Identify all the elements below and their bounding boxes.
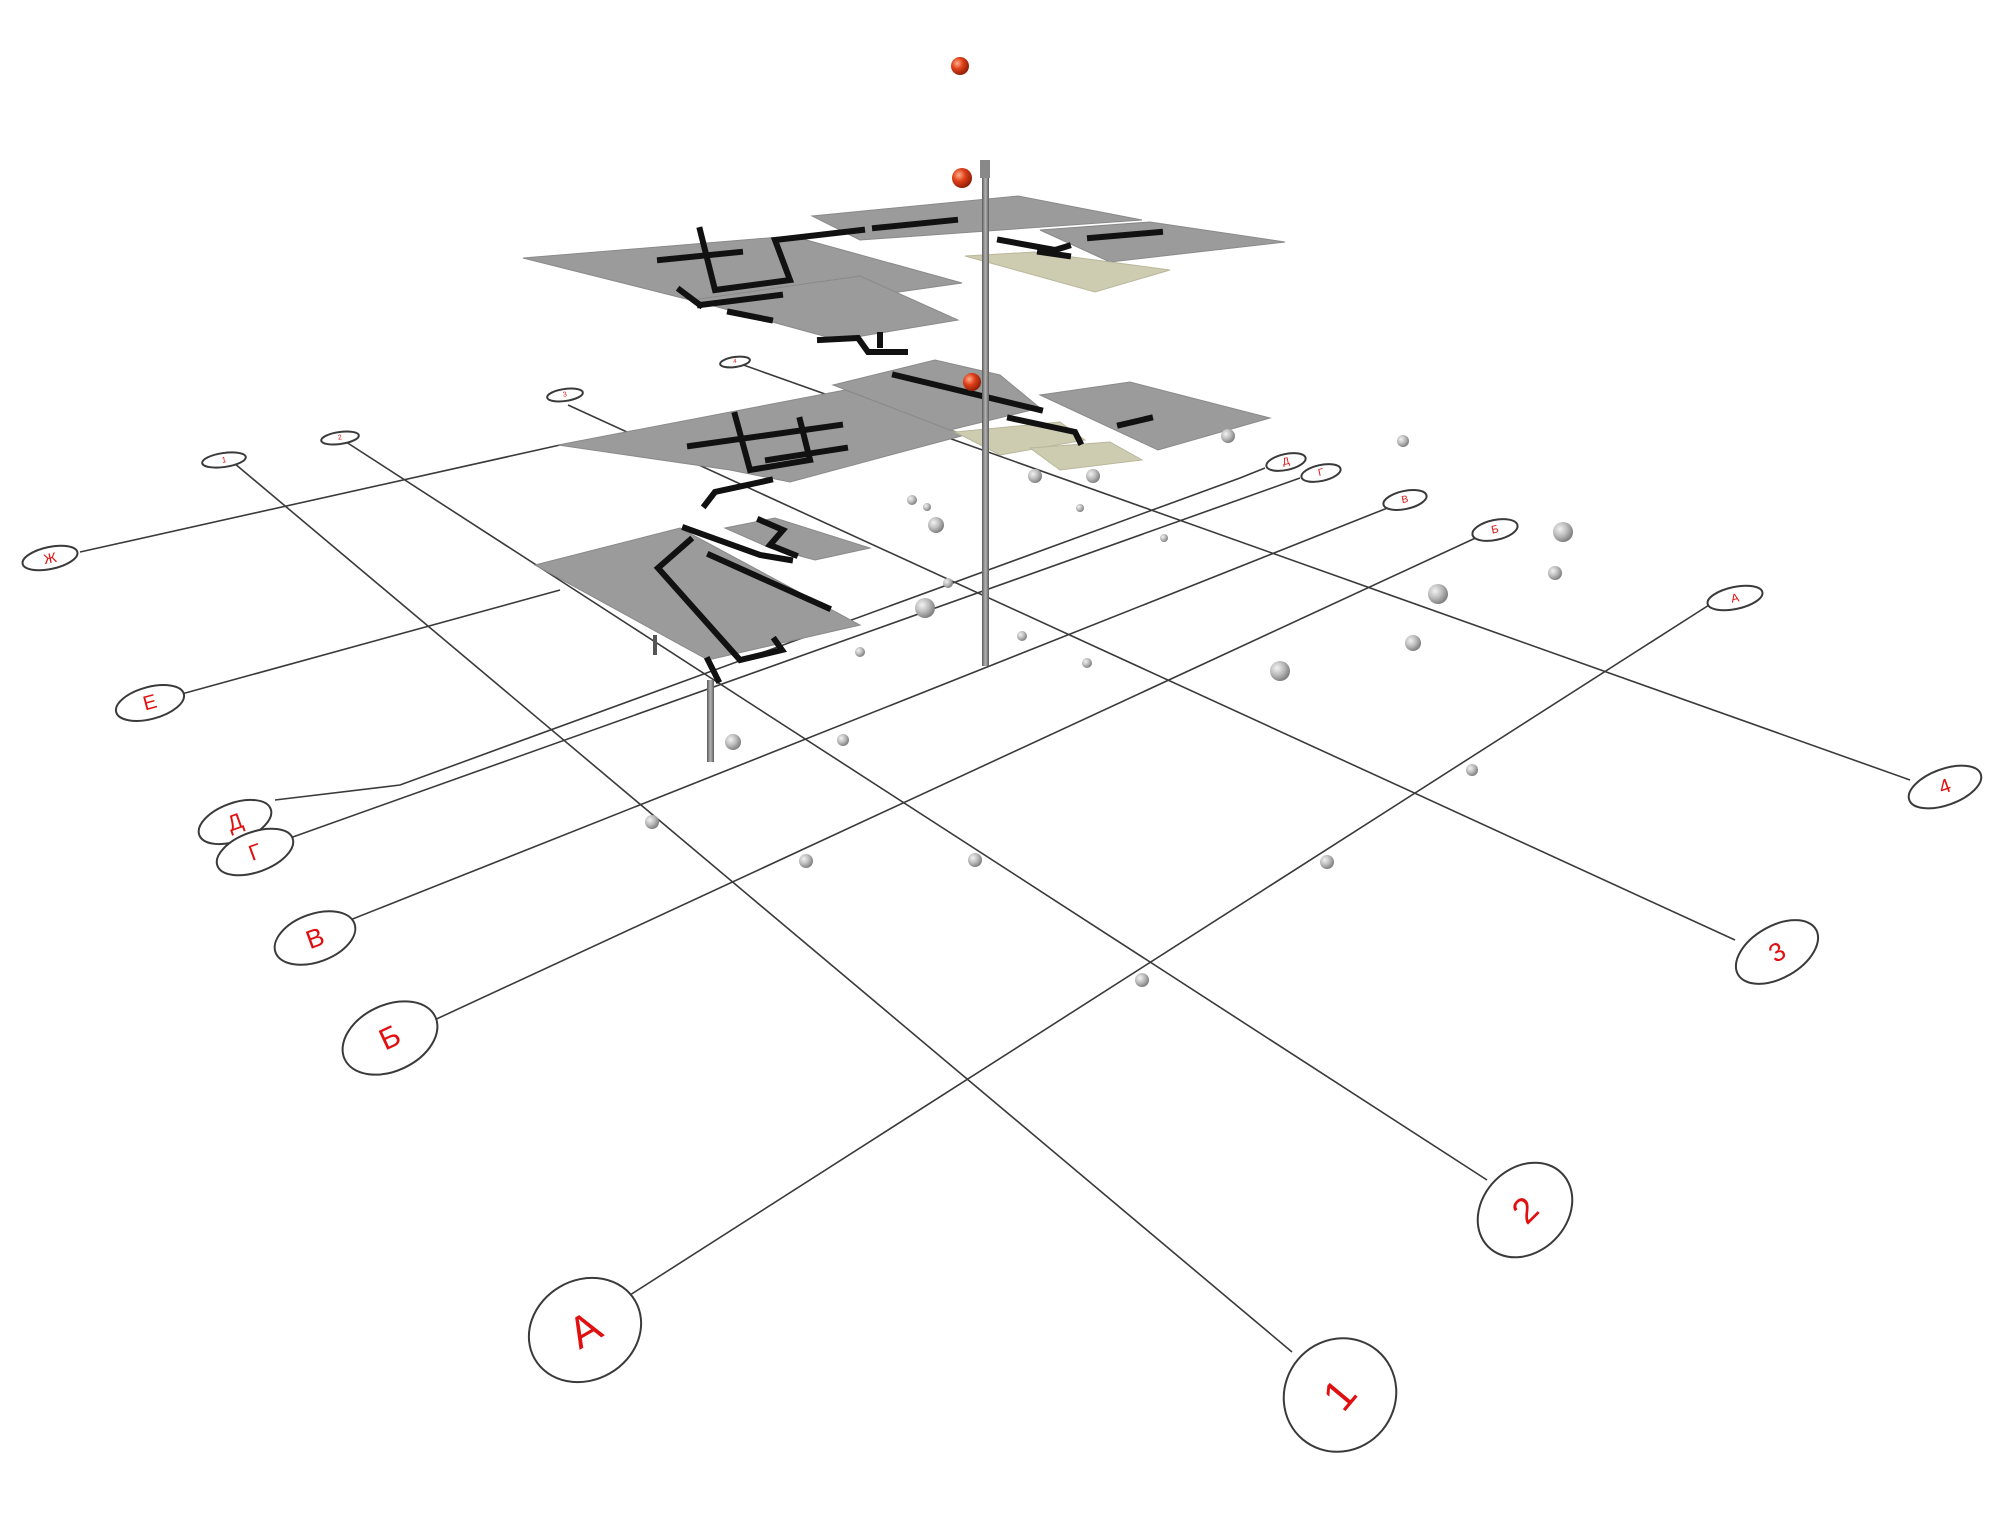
point-sphere bbox=[1160, 534, 1168, 542]
axis-label-1-far: 1 bbox=[221, 455, 227, 465]
point-sphere bbox=[968, 853, 982, 867]
axis-bubble-1: 1 bbox=[1282, 1337, 1398, 1453]
point-sphere bbox=[923, 503, 931, 511]
axis-bubble-1-far: 1 bbox=[201, 451, 247, 469]
axis-label-e: Е bbox=[141, 691, 160, 716]
point-sphere bbox=[1017, 631, 1027, 641]
axis-bubble-g-far: Г bbox=[1300, 463, 1342, 483]
axis-bubble-a-far: А bbox=[1706, 584, 1764, 612]
axis-bubble-e: Е bbox=[114, 684, 186, 722]
point-sphere bbox=[1466, 764, 1478, 776]
axis-label-g-far: Г bbox=[1317, 467, 1325, 479]
point-sphere bbox=[1221, 429, 1235, 443]
number-axis-bubbles: 1 2 3 4 1 2 3 4 bbox=[201, 355, 1983, 1453]
axis-bubble-zh: Ж bbox=[21, 544, 79, 572]
floor-3 bbox=[522, 195, 1286, 355]
main-column bbox=[982, 168, 989, 666]
axis-bubble-4-far: 4 bbox=[719, 355, 751, 369]
axis-bubble-2-far: 2 bbox=[320, 430, 360, 446]
point-sphere bbox=[1086, 469, 1100, 483]
axis-bubble-4: 4 bbox=[1907, 764, 1983, 810]
axis-bubble-b-far: Б bbox=[1471, 518, 1519, 542]
axis-line-zh bbox=[79, 444, 561, 553]
axis-label-b-far: Б bbox=[1490, 523, 1500, 536]
marker-sphere bbox=[951, 57, 969, 75]
axis-label-3-far: 3 bbox=[563, 391, 568, 398]
axis-bubble-v: В bbox=[273, 910, 357, 966]
axis-bubble-b: Б bbox=[341, 1000, 439, 1076]
point-sphere bbox=[1553, 522, 1573, 542]
point-sphere bbox=[837, 734, 849, 746]
bottom-column bbox=[707, 680, 714, 762]
points bbox=[645, 429, 1573, 987]
main-column-top bbox=[980, 160, 990, 178]
marker-sphere bbox=[963, 373, 981, 391]
point-sphere bbox=[1397, 435, 1409, 447]
axis-line-3 bbox=[567, 404, 1736, 941]
point-sphere bbox=[645, 815, 659, 829]
axis-label-4-far: 4 bbox=[733, 359, 738, 365]
grid-lines bbox=[79, 361, 1911, 1353]
floor-1 bbox=[533, 516, 872, 685]
point-sphere bbox=[1076, 504, 1084, 512]
axis-bubble-2: 2 bbox=[1476, 1161, 1574, 1259]
point-sphere bbox=[943, 578, 953, 588]
axis-line-1 bbox=[227, 457, 1293, 1353]
axis-line-b bbox=[429, 534, 1483, 1023]
axis-bubble-a: А bbox=[527, 1276, 643, 1384]
floor-2 bbox=[557, 359, 1272, 510]
marker-sphere bbox=[952, 168, 972, 188]
axis-line-a bbox=[629, 597, 1721, 1296]
axis-label-2-far: 2 bbox=[338, 434, 343, 441]
point-sphere bbox=[1028, 469, 1042, 483]
axis-label-d-far: Д bbox=[1282, 456, 1291, 468]
axis-bubble-v-far: В bbox=[1382, 489, 1428, 511]
axis-bubble-3: 3 bbox=[1734, 919, 1820, 985]
point-sphere bbox=[1320, 855, 1334, 869]
letter-axis-bubbles: Ж Е Д Г В Б А А bbox=[21, 452, 1764, 1384]
markers bbox=[951, 57, 981, 391]
point-sphere bbox=[1548, 566, 1562, 580]
point-sphere bbox=[855, 647, 865, 657]
point-sphere bbox=[1270, 661, 1290, 681]
columns bbox=[653, 160, 990, 762]
axis-label-v-far: В bbox=[1401, 494, 1410, 506]
axis-bubble-d-far: Д bbox=[1265, 452, 1307, 472]
point-sphere bbox=[915, 598, 935, 618]
point-sphere bbox=[725, 734, 741, 750]
column-stub bbox=[653, 635, 657, 655]
axis-line-v bbox=[344, 504, 1396, 923]
point-sphere bbox=[1405, 635, 1421, 651]
axis-line-e bbox=[177, 589, 561, 696]
axis-label-a-far: А bbox=[1730, 590, 1741, 605]
axis-line-2 bbox=[342, 439, 1488, 1181]
axis-bubble-g: Г bbox=[215, 827, 295, 877]
axis-bubble-3-far: 3 bbox=[546, 387, 584, 403]
axis-line-g bbox=[289, 477, 1301, 839]
point-sphere bbox=[1082, 658, 1092, 668]
point-sphere bbox=[928, 517, 944, 533]
point-sphere bbox=[1135, 973, 1149, 987]
point-sphere bbox=[907, 495, 917, 505]
point-sphere bbox=[1428, 584, 1448, 604]
axis-label-zh: Ж bbox=[42, 549, 58, 567]
point-sphere bbox=[799, 854, 813, 868]
